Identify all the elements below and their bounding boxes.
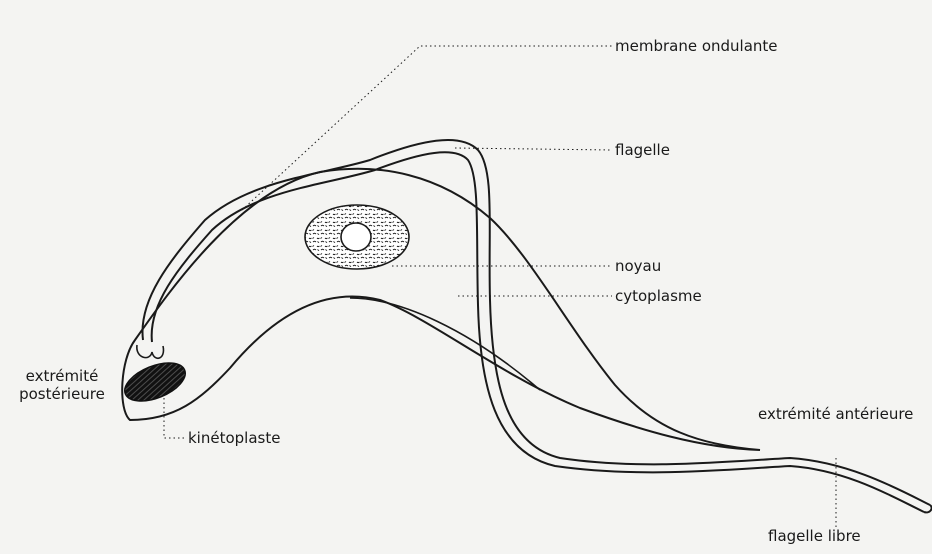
label-extremite-posterieure-line1: extrémité [12, 368, 112, 385]
flagellum-line-outer [142, 140, 930, 505]
label-cytoplasme: cytoplasme [615, 288, 702, 305]
inner-contour [350, 298, 540, 390]
label-noyau: noyau [615, 258, 661, 275]
kinetoplast [119, 355, 190, 409]
label-kinetoplaste: kinétoplaste [188, 430, 280, 447]
nucleolus [341, 223, 371, 251]
flagellum-line-inner [152, 152, 924, 512]
label-extremite-posterieure-line2: postérieure [12, 386, 112, 403]
basal-body [137, 345, 164, 358]
leader-lines [164, 46, 836, 528]
label-extremite-anterieure: extrémité antérieure [758, 406, 913, 423]
flagellum-tip [924, 505, 932, 512]
leader-kinetoplaste [164, 398, 186, 438]
label-flagelle-libre: flagelle libre [768, 528, 861, 545]
label-membrane-ondulante: membrane ondulante [615, 38, 778, 55]
label-flagelle: flagelle [615, 142, 670, 159]
leader-membrane [242, 46, 612, 210]
